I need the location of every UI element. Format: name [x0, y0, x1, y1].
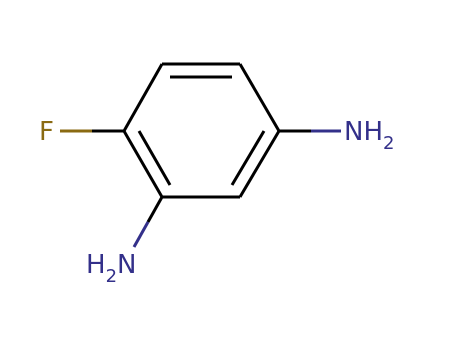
- cn-bond-bottom-carbon-half: [146, 196, 164, 223]
- amine-bottom-subscript: 2: [106, 266, 117, 287]
- ring-bond-top-left: [122, 63, 164, 132]
- ring-bond-bottom-left: [122, 130, 164, 198]
- amine-bottom-n: N: [117, 250, 136, 280]
- amine-right-main: NH: [344, 117, 383, 147]
- ring-bond-bottom-right: [238, 130, 281, 198]
- atom-label-fluorine: F: [39, 117, 54, 147]
- cn-bond-bottom-nitrogen-half: [132, 221, 150, 248]
- ring-bond-bottom-right-inner: [230, 130, 266, 186]
- amine-right-subscript: 2: [383, 133, 394, 154]
- ring-bond-top-right: [238, 63, 281, 132]
- ring-bond-bottom-left-inner: [137, 130, 172, 186]
- amine-bottom-h: H: [86, 250, 106, 280]
- atom-label-amine-right: NH2: [344, 117, 394, 154]
- atom-label-amine-bottom: H2N: [86, 250, 136, 287]
